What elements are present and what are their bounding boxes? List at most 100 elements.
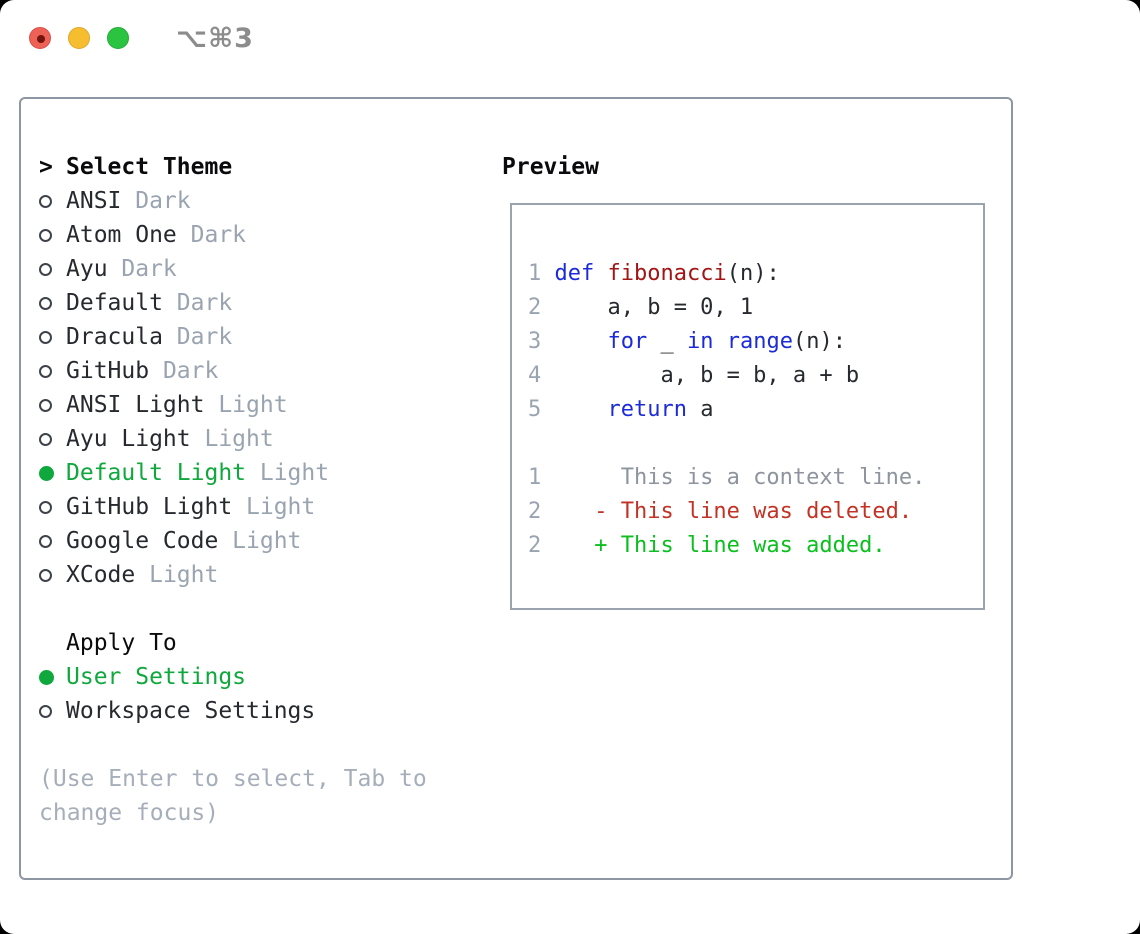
window-title: ⌥⌘3 [176, 22, 254, 54]
preview-title: Preview [502, 154, 599, 180]
diff-text: This is a context line. [554, 465, 926, 490]
code-token: def [554, 261, 595, 286]
radio-icon [39, 194, 66, 208]
code-token: for [607, 329, 648, 354]
theme-variant-label: Dark [121, 256, 177, 282]
code-token: a, b = 0, 1 [554, 295, 754, 320]
theme-option-label: Default [66, 290, 163, 316]
theme-variant-label: Light [246, 494, 316, 520]
radio-icon [39, 296, 66, 310]
code-token: range [726, 329, 793, 354]
code-token [713, 329, 726, 354]
radio-icon [39, 228, 66, 242]
code-token [594, 261, 607, 286]
radio-selected-icon [39, 465, 54, 481]
radio-unselected-icon [39, 228, 52, 242]
theme-variant-label: Light [232, 528, 302, 554]
code-token: return [607, 397, 687, 422]
focus-caret-icon: > [39, 154, 53, 180]
radio-unselected-icon [39, 398, 52, 412]
code-token: (n): [726, 261, 780, 286]
radio-icon [39, 669, 66, 685]
theme-option-label: ANSI [66, 188, 122, 214]
keyboard-hint: (Use Enter to select, Tab to change focu… [39, 766, 427, 826]
radio-unselected-icon [39, 534, 52, 548]
radio-unselected-icon [39, 296, 52, 310]
apply-to-header: Apply To [39, 626, 454, 660]
apply-option[interactable]: User Settings [39, 660, 454, 694]
line-number: 1 [528, 465, 542, 490]
code-token: in [686, 329, 714, 354]
theme-variant-label: Dark [162, 358, 219, 384]
theme-variant-label: Light [259, 460, 330, 486]
radio-selected-icon [39, 669, 54, 685]
theme-variant-label: Light [204, 426, 274, 452]
theme-option-label: Dracula [66, 324, 163, 350]
radio-icon [39, 398, 66, 412]
theme-option[interactable]: Default Light Light [39, 456, 454, 490]
line-number: 3 [528, 329, 542, 354]
line-number: 5 [528, 397, 542, 422]
spacer [39, 592, 454, 626]
theme-option-label: GitHub [66, 358, 150, 384]
radio-unselected-icon [39, 500, 52, 514]
radio-unselected-icon [39, 194, 52, 208]
radio-unselected-icon [39, 432, 52, 446]
theme-option-label: Default Light [66, 460, 247, 486]
theme-option-label: Atom One [66, 222, 177, 248]
diff-text: + This line was added. [554, 533, 886, 558]
radio-icon [39, 534, 66, 548]
close-button[interactable] [29, 27, 51, 49]
line-number: 2 [528, 295, 542, 320]
diff-line: 2 + This line was added. [528, 529, 983, 563]
radio-unselected-icon [39, 364, 52, 378]
line-number: 2 [528, 499, 542, 524]
theme-variant-label: Dark [135, 188, 191, 214]
theme-option[interactable]: ANSI Dark [39, 184, 454, 218]
radio-icon [39, 704, 66, 718]
minimize-button[interactable] [68, 27, 90, 49]
apply-option-label: Workspace Settings [66, 698, 316, 724]
code-token [554, 397, 607, 422]
theme-option[interactable]: Google Code Light [39, 524, 454, 558]
radio-icon [39, 465, 66, 481]
radio-icon [39, 500, 66, 514]
radio-icon [39, 364, 66, 378]
theme-option[interactable]: GitHub Dark [39, 354, 454, 388]
theme-option[interactable]: Ayu Light Light [39, 422, 454, 456]
zoom-button[interactable] [107, 27, 129, 49]
radio-icon [39, 330, 66, 344]
code-line: 4 a, b = b, a + b [528, 359, 983, 393]
theme-variant-label: Light [218, 392, 288, 418]
apply-option[interactable]: Workspace Settings [39, 694, 454, 728]
code-line: 5 return a [528, 393, 983, 427]
code-token: _ [647, 329, 687, 354]
diff-text: - This line was deleted. [554, 499, 913, 524]
radio-unselected-icon [39, 330, 52, 344]
diff-line: 1 This is a context line. [528, 461, 983, 495]
line-number: 1 [528, 261, 542, 286]
line-number: 4 [528, 363, 542, 388]
radio-unselected-icon [39, 262, 52, 276]
theme-option-label: XCode [66, 562, 136, 588]
code-line: 3 for _ in range(n): [528, 325, 983, 359]
code-token: (n): [792, 329, 846, 354]
theme-option-label: Ayu Light [66, 426, 191, 452]
select-theme-title: Select Theme [66, 154, 233, 180]
theme-option-label: Google Code [66, 528, 219, 554]
line-number: 2 [528, 533, 542, 558]
